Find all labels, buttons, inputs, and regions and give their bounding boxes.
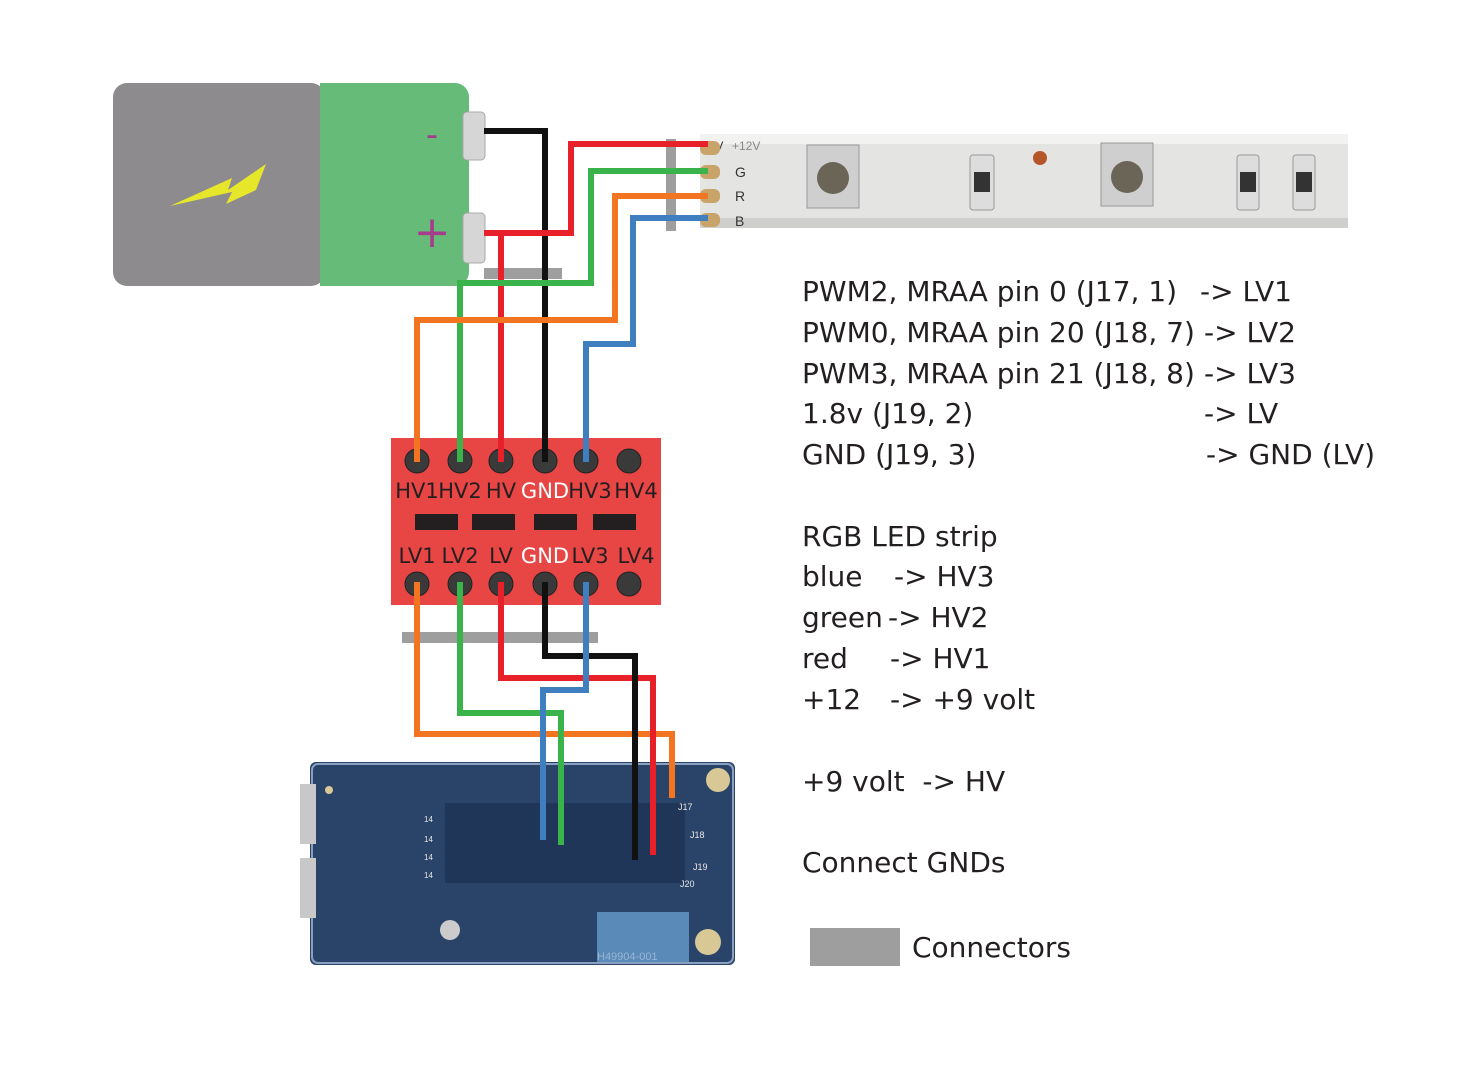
mapping-row-2-right: -> LV2 bbox=[1204, 316, 1296, 349]
level-shifter bbox=[391, 438, 661, 605]
lv-label-2: LV2 bbox=[441, 544, 478, 568]
lv-label-4: GND bbox=[521, 544, 569, 568]
strip-label-b: B bbox=[735, 213, 744, 229]
board-label-j18: J18 bbox=[690, 830, 705, 840]
board-label-j20: J20 bbox=[680, 879, 695, 889]
wire-blue-strip-hv3 bbox=[583, 215, 708, 462]
lv-label-1: LV1 bbox=[398, 544, 435, 568]
hv-label-1: HV1 bbox=[395, 479, 439, 503]
connector-battery bbox=[484, 268, 562, 279]
legend-connector-swatch bbox=[810, 928, 900, 966]
board-label-j19: J19 bbox=[693, 862, 708, 872]
board-label-j17: J17 bbox=[678, 802, 693, 812]
strip-row-4-left: +12 bbox=[802, 683, 862, 716]
battery-minus-label: - bbox=[426, 115, 438, 155]
usb-port-1 bbox=[300, 784, 316, 844]
strip-row-1-left: blue bbox=[802, 560, 863, 593]
board-label-14-b: 14 bbox=[424, 835, 433, 844]
pin-hv6 bbox=[616, 448, 642, 474]
pcb-chip bbox=[597, 912, 689, 962]
wire-red-battery-strip bbox=[501, 141, 708, 236]
wire-red-lv-board bbox=[498, 582, 656, 855]
mount-hole-2 bbox=[695, 929, 721, 955]
edison-board: J17 J18 J19 J20 14 14 14 14 H49904-001 bbox=[300, 762, 735, 965]
hv-label-6: HV4 bbox=[614, 479, 658, 503]
legend-connector-label: Connectors bbox=[912, 931, 1072, 964]
pin-lv6 bbox=[616, 571, 642, 597]
mapping-row-4-left: 1.8v (J19, 2) bbox=[802, 397, 974, 430]
strip-row-3-right: -> HV1 bbox=[890, 642, 991, 675]
strip-title: RGB LED strip bbox=[802, 520, 998, 553]
lv-label-5: LV3 bbox=[571, 544, 608, 568]
hv-note: +9 volt -> HV bbox=[802, 765, 1006, 798]
gnd-note: Connect GNDs bbox=[802, 846, 1006, 879]
mapping-row-3-left: PWM3, MRAA pin 21 (J18, 8) bbox=[802, 357, 1195, 390]
wires bbox=[414, 128, 708, 860]
wire-black-gnd-board bbox=[542, 582, 638, 860]
hv-label-3: HV bbox=[486, 479, 517, 503]
hv-label-2: HV2 bbox=[438, 479, 482, 503]
mapping-row-4-right: -> LV bbox=[1204, 397, 1279, 430]
mount-hole-4 bbox=[440, 920, 460, 940]
usb-port-2 bbox=[300, 858, 316, 918]
mapping-row-3-right: -> LV3 bbox=[1204, 357, 1296, 390]
battery: - + bbox=[113, 83, 486, 286]
wire-green-lv2-board bbox=[457, 582, 564, 845]
board-label-14-c: 14 bbox=[424, 853, 433, 862]
board-label-14-d: 14 bbox=[424, 871, 433, 880]
mapping-row-1-left: PWM2, MRAA pin 0 (J17, 1) bbox=[802, 275, 1178, 308]
battery-plus-label: + bbox=[414, 207, 451, 258]
wire-green-strip-hv2 bbox=[457, 168, 708, 462]
lv-label-3: LV bbox=[489, 544, 513, 568]
strip-capacitor bbox=[1033, 151, 1047, 165]
mount-hole-3 bbox=[325, 786, 333, 794]
led-strip: 12V +12V G R B bbox=[700, 134, 1348, 229]
wire-black-battery-gnd bbox=[484, 128, 548, 462]
hv-label-5: HV3 bbox=[568, 479, 612, 503]
strip-label-plus12v: +12V bbox=[732, 139, 760, 153]
mapping-row-2-left: PWM0, MRAA pin 20 (J18, 7) bbox=[802, 316, 1195, 349]
hv-label-4: GND bbox=[521, 479, 569, 503]
lightning-icon bbox=[170, 164, 266, 206]
mapping-row-5-right: -> GND (LV) bbox=[1206, 438, 1376, 471]
board-part-number: H49904-001 bbox=[597, 951, 658, 963]
wire-blue-lv3-board bbox=[540, 582, 589, 840]
mount-hole-1 bbox=[706, 768, 730, 792]
board-label-14-a: 14 bbox=[424, 815, 433, 824]
mapping-row-5-left: GND (J19, 3) bbox=[802, 438, 977, 471]
wire-orange-strip-hv1 bbox=[414, 193, 708, 462]
mapping-row-1-right: -> LV1 bbox=[1200, 275, 1292, 308]
battery-terminal-minus bbox=[462, 111, 486, 161]
strip-row-2-right: -> HV2 bbox=[888, 601, 989, 634]
lv-label-6: LV4 bbox=[617, 544, 654, 568]
strip-row-2-left: green bbox=[802, 601, 883, 634]
strip-label-g: G bbox=[735, 164, 746, 180]
strip-row-3-left: red bbox=[802, 642, 848, 675]
strip-row-1-right: -> HV3 bbox=[894, 560, 995, 593]
strip-label-r: R bbox=[735, 188, 745, 204]
battery-terminal-plus bbox=[462, 212, 486, 264]
pin-field bbox=[445, 803, 685, 883]
strip-row-4-right: -> +9 volt bbox=[890, 683, 1036, 716]
connector-strip bbox=[666, 139, 676, 231]
wire-red-battery-hv bbox=[484, 230, 504, 462]
